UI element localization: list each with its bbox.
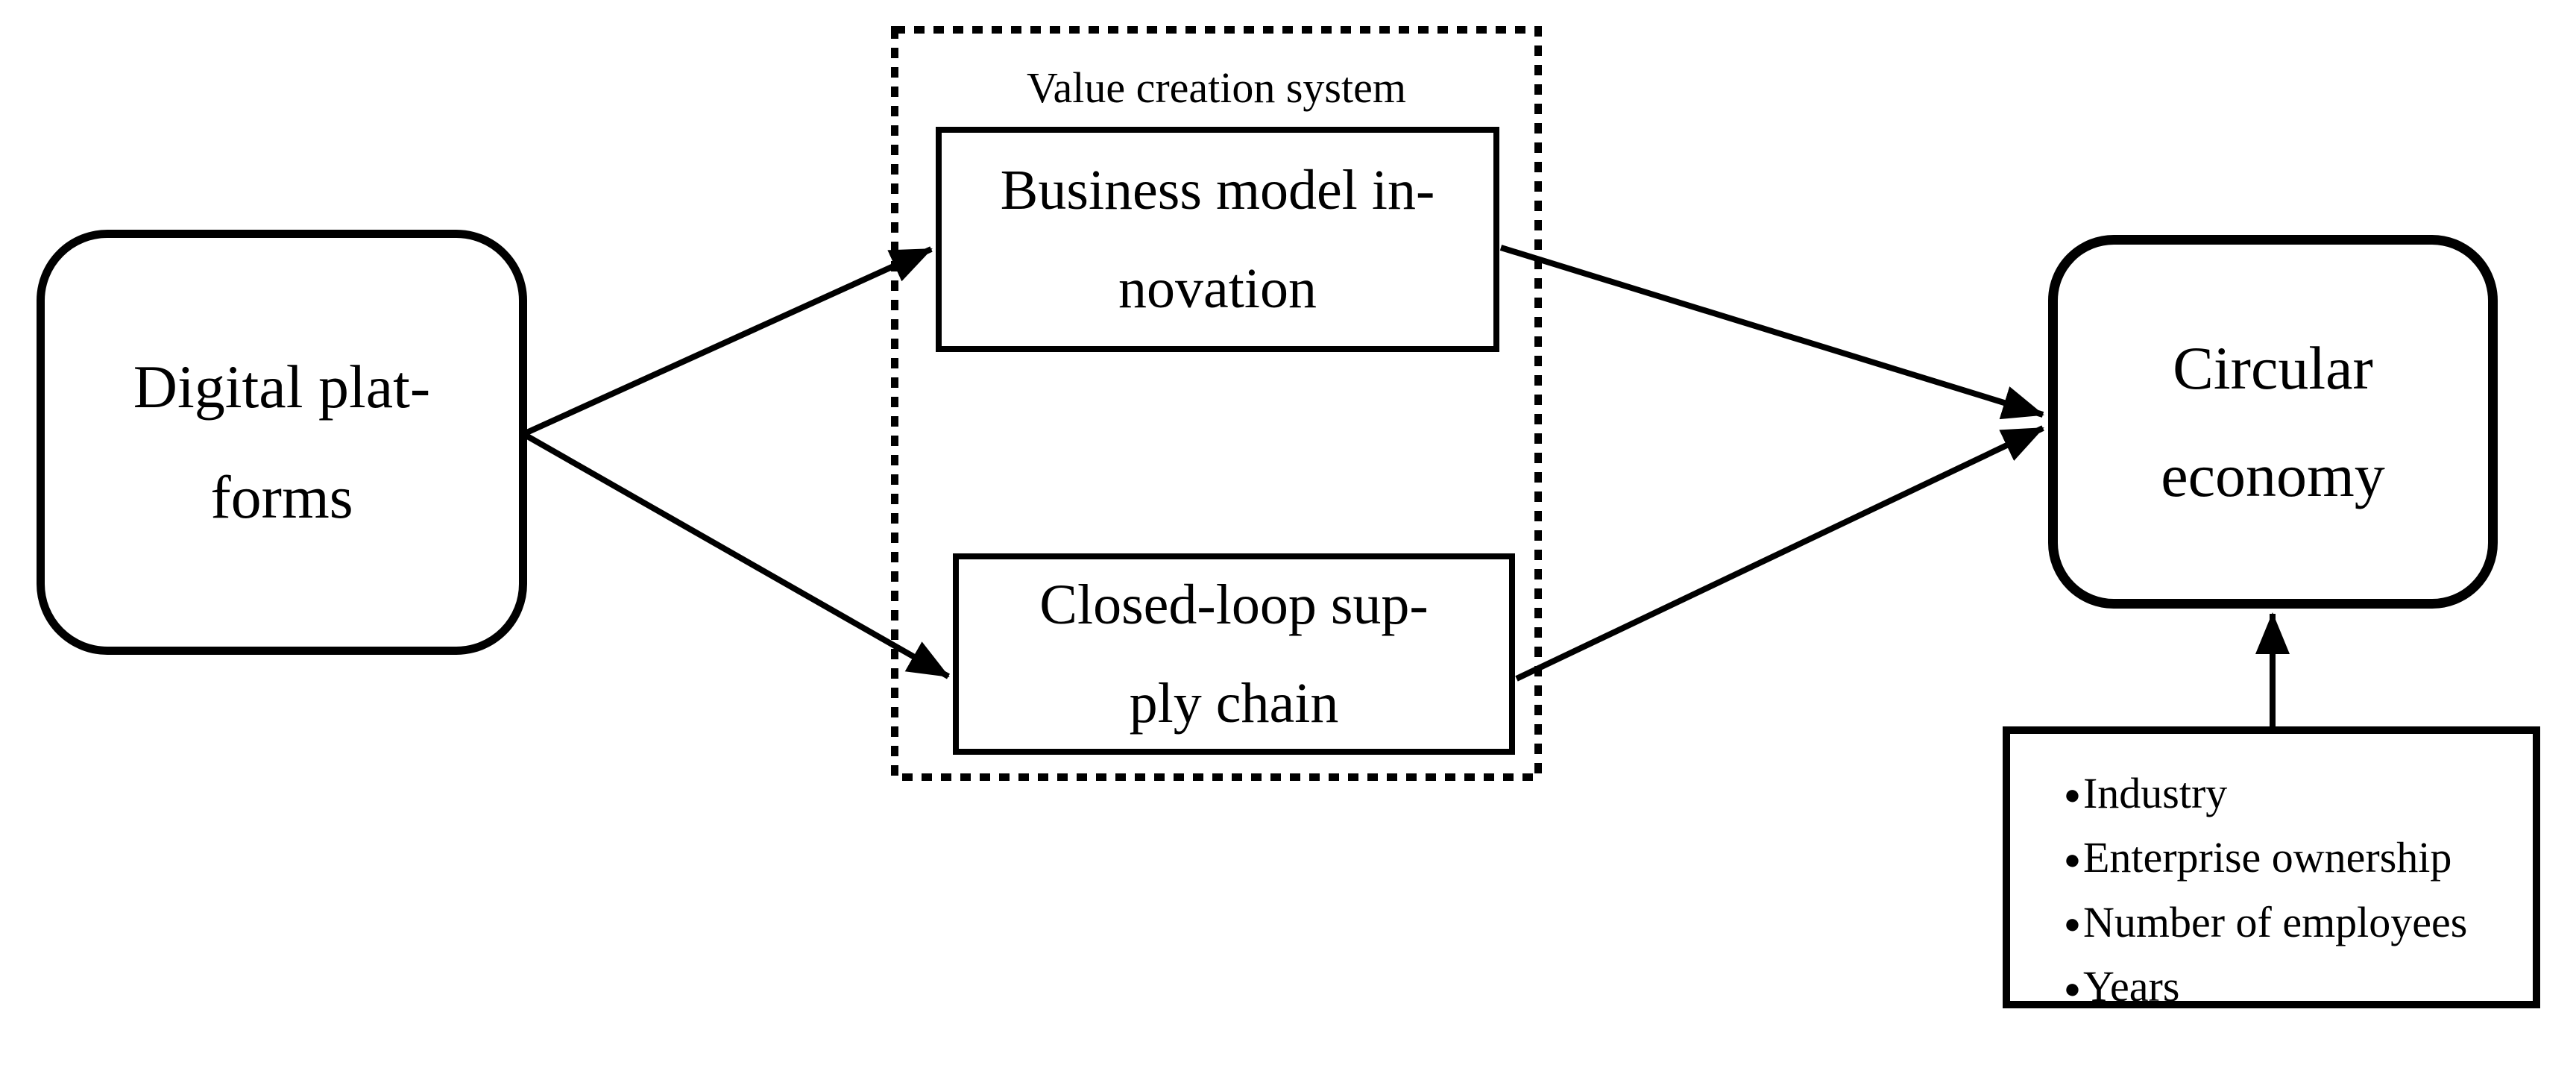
bullet-icon: ● — [2064, 779, 2081, 811]
node-control-variables: ●Industry ●Enterprise ownership ●Number … — [2003, 726, 2540, 1011]
list-item: ●Years — [2064, 955, 2467, 1020]
list-item: ●Industry — [2064, 762, 2467, 826]
closed-loop-supply-chain-label-line2: ply chain — [1129, 672, 1339, 735]
arrow-digital-platforms-to-business-model-innovation — [522, 246, 933, 437]
list-item: ●Enterprise ownership — [2064, 826, 2467, 890]
control-variables-list: ●Industry ●Enterprise ownership ●Number … — [2064, 762, 2467, 1020]
digital-platforms-label-line2: forms — [210, 463, 353, 531]
business-model-innovation-label-line1: Business model in- — [1000, 159, 1435, 222]
value-creation-system-label: Value creation system — [1027, 63, 1406, 112]
bullet-icon: ● — [2064, 844, 2081, 876]
bullet-icon: ● — [2064, 908, 2081, 940]
node-digital-platforms: Digital plat- forms — [37, 230, 527, 655]
arrow-digital-platforms-to-closed-loop-supply-chain — [522, 431, 950, 679]
node-business-model-innovation: Business model in- novation — [936, 127, 1499, 352]
circular-economy-label-line1: Circular — [2173, 333, 2373, 402]
list-item: ●Number of employees — [2064, 891, 2467, 955]
digital-platforms-label-line1: Digital plat- — [133, 353, 431, 421]
arrow-closed-loop-supply-chain-to-circular-economy — [1515, 425, 2044, 682]
bullet-icon: ● — [2064, 973, 2081, 1005]
control-variable-label: Enterprise ownership — [2082, 833, 2452, 882]
node-closed-loop-supply-chain: Closed-loop sup- ply chain — [953, 553, 1515, 755]
control-variable-label: Years — [2082, 962, 2180, 1011]
node-circular-economy: Circular economy — [2048, 235, 2498, 609]
value-creation-system-border — [891, 26, 1542, 781]
business-model-innovation-label-line2: novation — [1118, 257, 1317, 320]
arrow-business-model-innovation-to-circular-economy — [1499, 245, 2044, 420]
circular-economy-label-line2: economy — [2161, 441, 2385, 509]
control-variable-label: Industry — [2082, 769, 2228, 817]
control-variable-label: Number of employees — [2082, 897, 2468, 946]
closed-loop-supply-chain-label-line1: Closed-loop sup- — [1039, 574, 1429, 636]
